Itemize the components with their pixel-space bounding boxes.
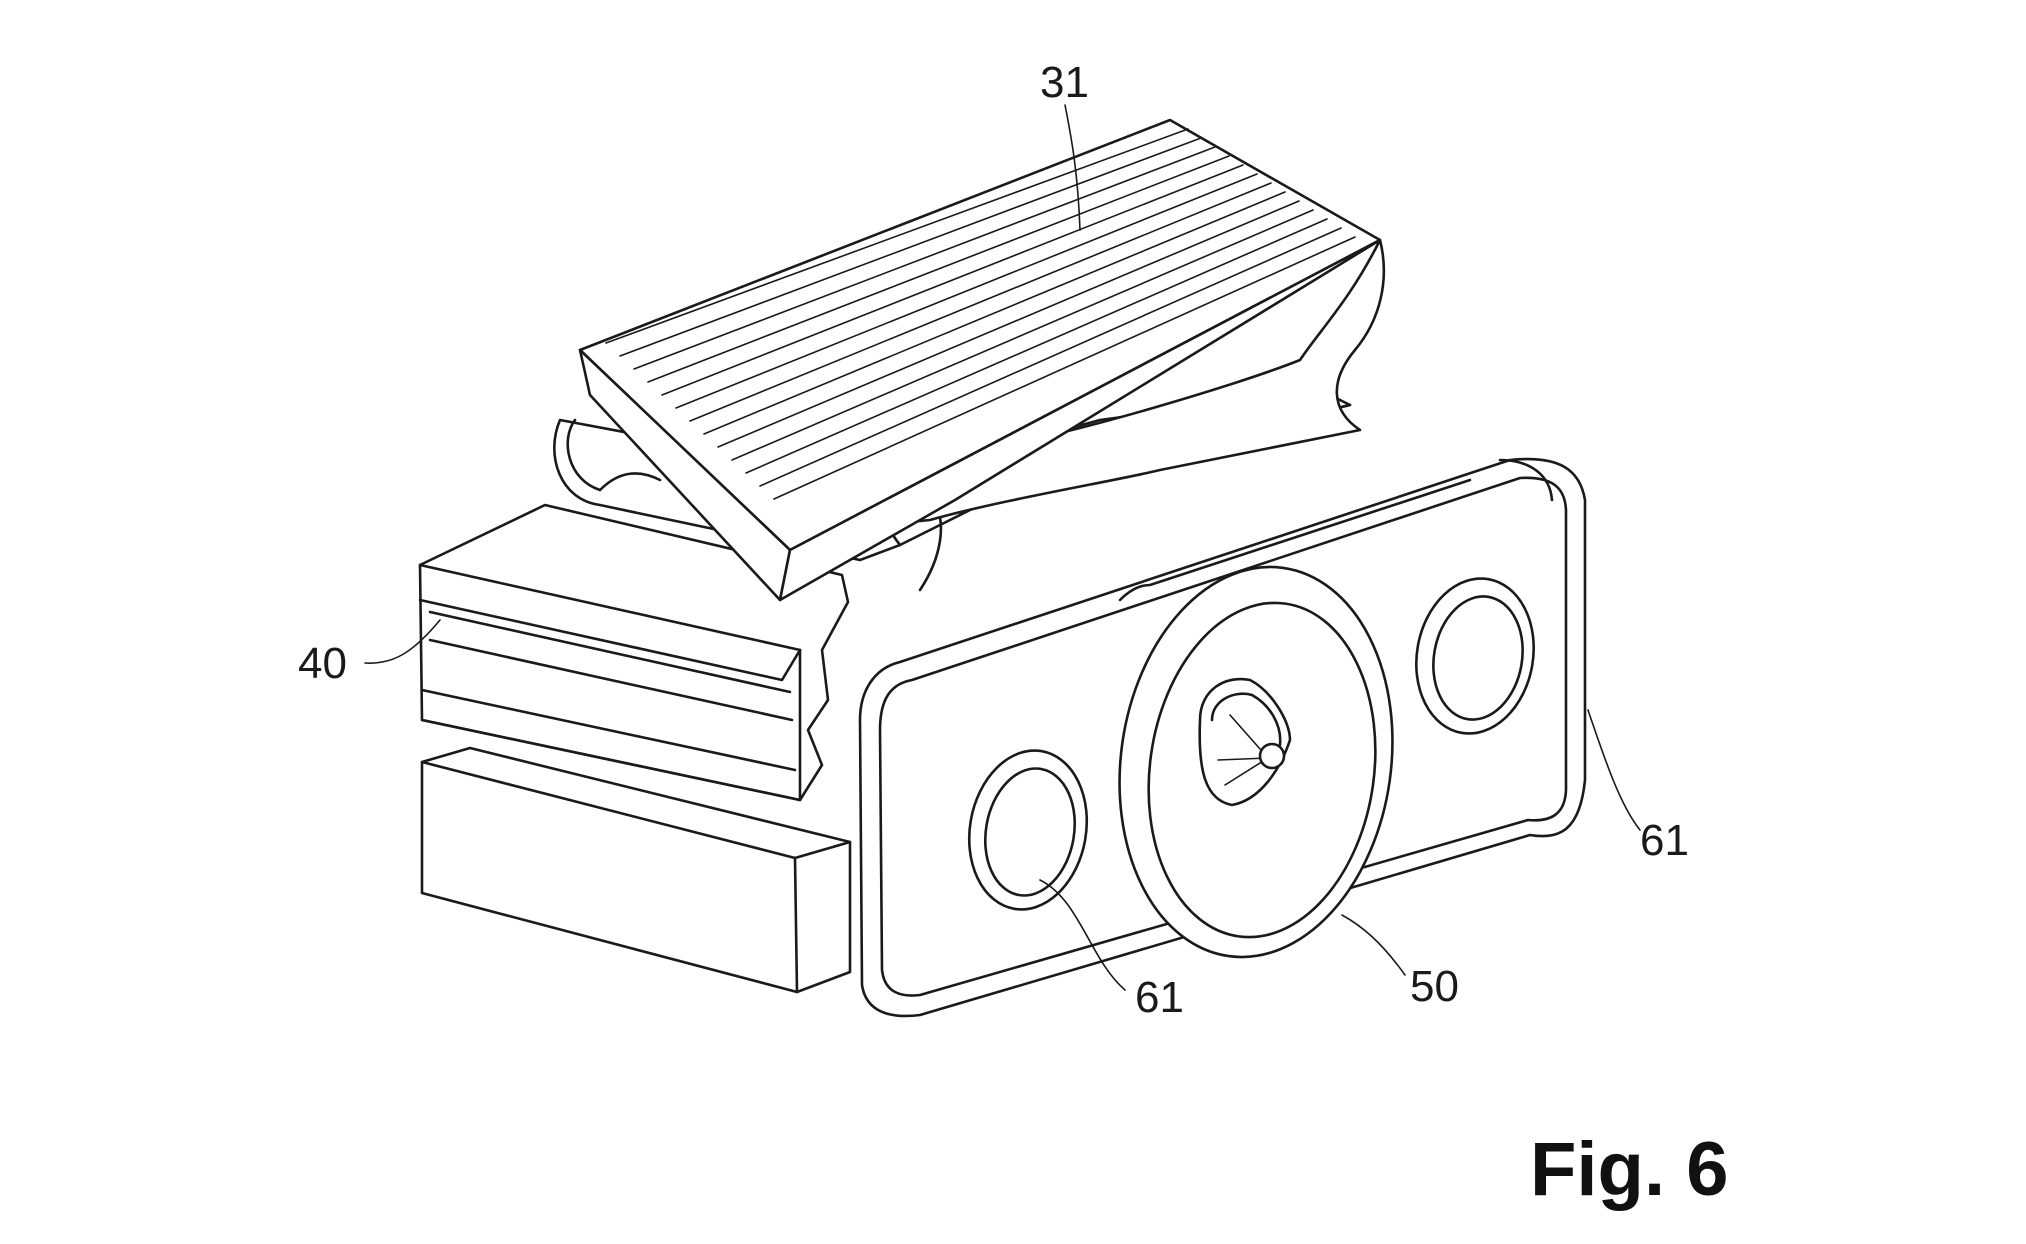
label-61-right: 61 [1640, 816, 1689, 865]
label-31: 31 [1040, 58, 1089, 107]
label-61-left: 61 [1135, 973, 1184, 1022]
figure-caption: Fig. 6 [1530, 1127, 1728, 1212]
label-50: 50 [1410, 962, 1459, 1011]
leader-lines [364, 104, 1641, 991]
central-ring [1118, 565, 1394, 959]
label-40: 40 [298, 639, 347, 688]
hole-right [1414, 577, 1536, 735]
hole-left [967, 749, 1089, 911]
grooved-base-block [418, 503, 852, 994]
ribbed-top-part [578, 118, 1386, 602]
